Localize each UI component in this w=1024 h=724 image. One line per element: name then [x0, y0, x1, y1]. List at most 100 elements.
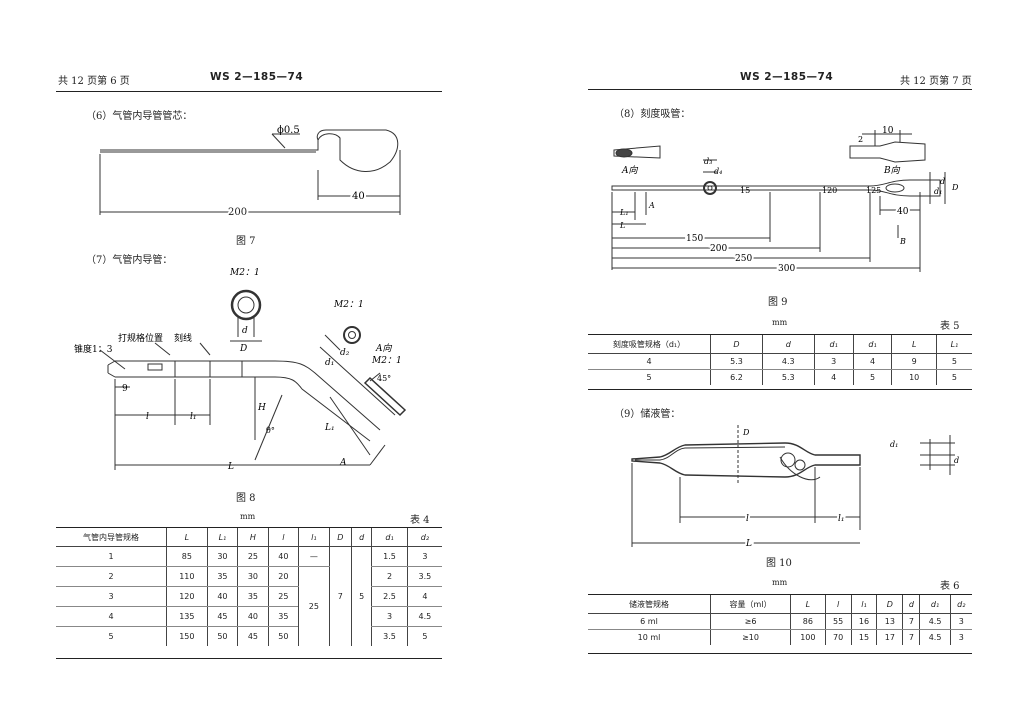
t4-merged-l1: 25	[298, 566, 330, 646]
t4-header-L1: L₁	[206, 528, 238, 547]
view-A-marker: A	[648, 201, 655, 210]
dim-10-label: 10	[882, 126, 894, 136]
scale-m2-label: M2：1	[333, 300, 364, 310]
left-page-number: 共 12 页第 6 页	[58, 76, 130, 87]
t4-header-L: L	[166, 528, 208, 547]
t4-header-H: H	[237, 528, 269, 547]
table6-unit: mm	[772, 578, 788, 587]
dim-l-label: l	[746, 514, 749, 524]
angle-label: θ°	[266, 426, 275, 435]
section7-title: （7）气管内导管：	[86, 255, 173, 266]
figure-10: D d₁ d l l₁ L	[631, 425, 959, 551]
angle-45-label: 45°	[377, 374, 391, 383]
t4-header-d1: d₁	[371, 528, 408, 547]
scale-line-label: 刻线	[174, 332, 192, 344]
dim-l1-label: l₁	[190, 412, 197, 422]
t6-header-d1: d₁	[919, 595, 951, 614]
taper-label: 锥度1：3	[74, 343, 113, 355]
dim-L-label: L	[619, 221, 625, 230]
dim-d4-label: d₄	[714, 167, 722, 176]
t4-header-l1: l₁	[298, 528, 330, 547]
table4-frame	[56, 527, 442, 659]
t6-header-d2: d₂	[949, 595, 972, 614]
dim-d1-label: d₁	[890, 440, 898, 449]
dim-9-label: 9	[122, 384, 128, 394]
dim-loop-label: 40	[352, 191, 365, 202]
left-header-rule	[56, 91, 442, 92]
dim-D-label: D	[239, 344, 247, 354]
t6-header-l1: l₁	[850, 595, 877, 614]
view-a-scale-label: M2：1	[371, 356, 402, 366]
dim-l1-label: l₁	[838, 514, 845, 524]
t5-header-d1: d₁	[813, 335, 854, 354]
stylet-wire	[100, 129, 399, 172]
section9-title: （9）储液管：	[614, 409, 681, 420]
t5-header-L: L	[891, 335, 937, 354]
t6-header-l: l	[824, 595, 852, 614]
dim-d1-label: d₁	[325, 358, 334, 368]
t6-header-d: d	[902, 595, 920, 614]
t4-merged-d: 5	[350, 546, 372, 646]
fig9-caption: 图 9	[768, 297, 788, 308]
dim-D-label: D	[951, 183, 959, 192]
t6-header-capacity: 容量（ml）	[709, 595, 791, 614]
view-A-marker: A	[339, 458, 347, 468]
right-header-rule	[588, 89, 972, 90]
right-page-number: 共 12 页第 7 页	[900, 76, 972, 87]
table4-unit: mm	[240, 512, 256, 521]
dim-2-label: 2	[858, 135, 863, 144]
t4-merged-D: 7	[328, 546, 352, 646]
t4-header-spec: 气管内导管规格	[56, 528, 167, 547]
t4-header-d: d	[350, 528, 372, 547]
dim-L-label: L	[745, 539, 752, 549]
section8-title: （8）刻度吸管：	[614, 109, 691, 120]
mark-125-label: 125	[866, 186, 881, 195]
dim-L1-label: L₁	[619, 208, 629, 217]
view-a-label: A向	[375, 343, 392, 354]
t5-header-D: D	[710, 335, 763, 354]
dim-d-label: d	[940, 177, 945, 186]
dim-H-label: H	[257, 403, 266, 413]
mark-120-label: 120	[822, 186, 837, 195]
dim-40-label: 40	[897, 207, 909, 217]
fig7-caption: 图 7	[236, 236, 256, 247]
t5-header-L1: L₁	[935, 335, 972, 354]
fig10-caption: 图 10	[766, 558, 792, 569]
table6-title: 表 6	[940, 581, 960, 592]
dim-250-label: 250	[735, 254, 752, 264]
t5-header-spec: 刻度吸管规格（d₁）	[588, 335, 711, 354]
view-b-label: B向	[883, 165, 901, 176]
mark-15-label: 15	[740, 186, 750, 195]
table5-unit: mm	[772, 318, 788, 327]
left-standard-code: WS 2—185—74	[210, 71, 304, 83]
figure-9: 2 10 A向 B向 d₃ d₄ d₁ d D 15 120 125 L₁ L …	[611, 126, 959, 276]
t5-header-d1b: d₁	[852, 335, 892, 354]
section6-title: （6）气管内导管管芯：	[86, 111, 193, 122]
table5-title: 表 5	[940, 321, 960, 332]
dim-300-label: 300	[778, 264, 795, 274]
dim-150-label: 150	[686, 234, 703, 244]
table6-frame	[588, 594, 972, 654]
table4-title: 表 4	[410, 515, 430, 526]
dim-L1-label: L₁	[324, 423, 335, 433]
dim-d-label: d	[954, 456, 959, 465]
view-a-label: A向	[621, 165, 638, 176]
dim-d1-label: d₁	[934, 187, 942, 196]
dim-200-label: 200	[710, 244, 727, 254]
t6-header-D: D	[876, 595, 903, 614]
t6-header-L: L	[790, 595, 826, 614]
t5-header-d: d	[761, 335, 815, 354]
t4-header-D: D	[328, 528, 352, 547]
